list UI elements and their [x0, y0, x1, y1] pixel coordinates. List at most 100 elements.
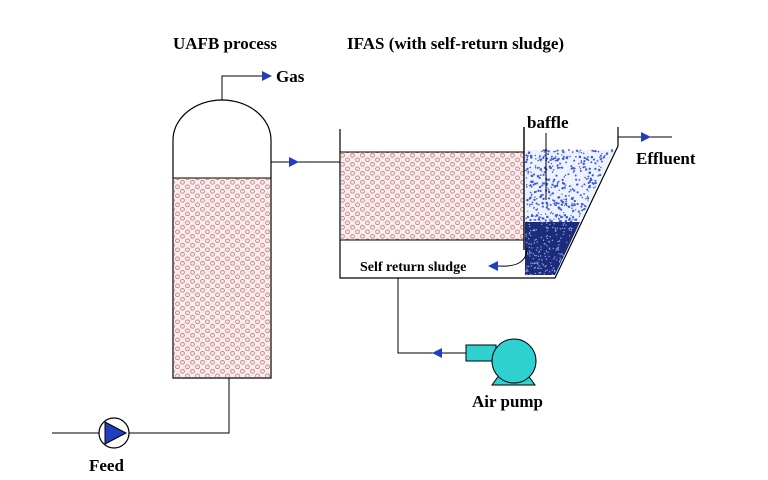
settling-particle [561, 204, 563, 206]
sludge-particle [546, 222, 548, 224]
settling-particle [538, 157, 540, 159]
settling-particle [527, 210, 529, 212]
sludge-particle [534, 254, 536, 257]
settling-particle [535, 209, 538, 211]
settling-particle [592, 158, 596, 161]
sludge-particle [548, 255, 550, 258]
settling-particle [525, 217, 527, 220]
settling-particle [549, 194, 552, 197]
settling-particle [594, 181, 597, 185]
settling-particle [573, 218, 576, 221]
settling-particle [556, 149, 559, 152]
settling-particle [543, 155, 545, 157]
settling-particle [542, 197, 545, 201]
sludge-particle [529, 226, 531, 228]
settling-particle [597, 150, 600, 153]
settling-particle [553, 178, 556, 181]
settling-particle [547, 208, 550, 211]
sludge-particle [562, 254, 564, 256]
sludge-particle [569, 227, 572, 229]
settling-particle [568, 185, 571, 187]
sludge-particle [538, 250, 541, 253]
settling-particle [588, 171, 592, 174]
settling-particle [562, 157, 564, 159]
settling-particle [557, 196, 561, 199]
settling-particle [556, 158, 559, 162]
settling-particle [539, 220, 541, 222]
settling-particle [550, 157, 552, 159]
settling-particle [567, 173, 570, 176]
sludge-particle [551, 239, 554, 241]
settling-particle [598, 173, 602, 177]
sludge-particle [529, 255, 531, 257]
sludge-particle [534, 266, 536, 269]
sludge-particle [542, 264, 545, 266]
air-pump-label: Air pump [472, 392, 543, 411]
effluent-arrow [641, 132, 651, 142]
settling-particle [580, 203, 584, 206]
sludge-particle [555, 249, 557, 251]
settling-particle [537, 189, 540, 192]
sludge-particle [529, 273, 531, 276]
ifas-title: IFAS (with self-return sludge) [347, 34, 564, 53]
sludge-particle [547, 227, 549, 229]
settling-particle [571, 204, 574, 207]
settling-particle [553, 218, 555, 220]
settling-particle [542, 149, 545, 152]
settling-particle [527, 170, 530, 173]
settling-particle [547, 161, 550, 164]
settling-particle [526, 167, 529, 171]
sludge-particle [540, 246, 542, 248]
sludge-particle [535, 249, 538, 251]
settling-particle [531, 161, 533, 164]
settling-particle [568, 218, 571, 221]
settling-particle [563, 198, 565, 201]
settling-particle [553, 185, 557, 188]
settling-particle [568, 190, 571, 193]
settling-particle [561, 166, 564, 169]
settling-particle [586, 188, 589, 191]
settling-particle [542, 156, 545, 159]
transfer-arrow [289, 157, 299, 167]
settling-particle [581, 196, 584, 199]
sludge-particle [563, 231, 565, 233]
settling-particle [563, 186, 566, 189]
settling-particle [571, 197, 574, 200]
settling-particle [569, 185, 572, 187]
settling-particle [549, 203, 552, 206]
settling-particle [583, 193, 585, 195]
settling-particle [530, 193, 533, 196]
settled-sludge [525, 222, 580, 275]
sludge-particle [545, 258, 548, 260]
settling-particle [541, 217, 544, 220]
settling-particle [547, 197, 551, 200]
settling-particle [549, 220, 551, 222]
settling-particle [535, 202, 538, 205]
settling-particle [525, 154, 528, 157]
sludge-particle [568, 235, 571, 237]
settling-particle [588, 167, 591, 170]
settling-particle [550, 193, 553, 195]
settling-particle [610, 149, 614, 152]
sludge-particle [545, 226, 548, 228]
settling-particle [550, 186, 553, 189]
settling-particle [578, 155, 582, 159]
settling-particle [525, 160, 528, 164]
sludge-particle [530, 229, 532, 232]
settling-particle [556, 184, 559, 187]
settling-particle [547, 187, 549, 189]
sludge-particle [529, 234, 532, 237]
settling-particle [550, 211, 553, 213]
settling-particle [575, 149, 579, 152]
settling-particle [605, 152, 609, 155]
settling-particle [533, 218, 536, 221]
sludge-particle [556, 227, 559, 229]
sludge-particle [541, 223, 543, 225]
sludge-particle [557, 240, 559, 243]
settling-particle [571, 207, 573, 209]
settling-particle [573, 169, 576, 172]
sludge-particle [538, 267, 540, 269]
settling-particle [562, 150, 565, 154]
sludge-particle [525, 270, 527, 273]
